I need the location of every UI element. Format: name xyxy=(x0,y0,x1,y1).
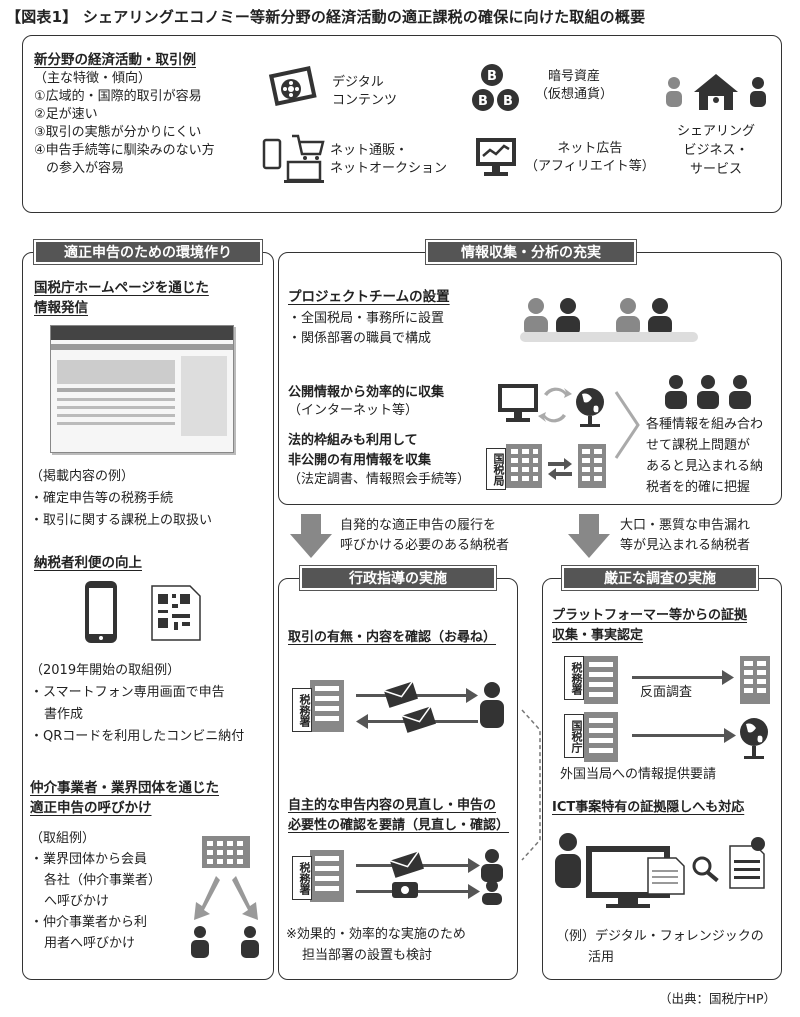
nonpublic-info-block: 法的枠組みも利用して 非公開の有用情報を収集 （法定調書、情報照会手続等） xyxy=(288,433,471,487)
audit-tag: 厳正な調査の実施 xyxy=(561,565,759,591)
down-arrow-left xyxy=(290,514,332,558)
monitor-ad-icon xyxy=(476,138,516,176)
arrow-left-text: 自発的な適正申告の履行を呼びかける必要のある納税者 xyxy=(340,518,510,553)
people-group-icon xyxy=(665,375,751,409)
zeimusho-label-2: 税務署 xyxy=(292,856,312,900)
guidance-note: ※効果的・効率的な実施のため 担当部署の設置も検討 xyxy=(286,927,466,963)
ict-heading: ICT事案特有の証拠隠しへも対応 xyxy=(552,800,745,815)
svg-text:B: B xyxy=(478,94,488,109)
convenience-heading: 納税者利便の向上 xyxy=(34,555,142,571)
forensic-icon xyxy=(555,833,765,908)
internet-collection-icon xyxy=(498,384,604,427)
forensic-example: （例）デジタル・フォレンジックの 活用 xyxy=(556,929,764,965)
crypto-label: 暗号資産（仮想通貨） xyxy=(535,69,614,102)
guidance-tag: 行政指導の実施 xyxy=(299,565,497,591)
svg-text:B: B xyxy=(487,69,497,84)
source-note: （出典：国税庁HP） xyxy=(659,991,776,1006)
audit-kokuzei-label: 国税庁 xyxy=(564,714,584,758)
analysis-result-text: 各種情報を組み合わせて課税上問題が あると見込まれる納税者を的確に把握 xyxy=(646,417,764,495)
sharing-house-icon xyxy=(666,74,766,110)
convenience-list: （2019年開始の取組例） ・スマートフォン専用画面で申告 書作成 ・QRコード… xyxy=(30,663,245,744)
dashed-connector-icon xyxy=(521,709,541,861)
audit-zeimusho-label: 税務署 xyxy=(564,656,584,700)
ecommerce-label: ネット通販・ネットオークション xyxy=(330,143,448,176)
qr-code-icon xyxy=(151,585,201,641)
kokuzeikyoku-label: 国税局 xyxy=(486,448,506,490)
foreign-request-icon xyxy=(584,712,768,762)
features-list: （主な特徴・傾向） ①広域的・国際的取引が容易 ②足が速い ③取引の実態が分かり… xyxy=(34,71,215,176)
team-people-icon xyxy=(520,298,698,342)
bureau-exchange-icon xyxy=(506,444,606,488)
down-arrow-right xyxy=(568,514,610,558)
nta-website-thumbnail xyxy=(50,325,234,453)
ads-label: ネット広告（アフィリエイト等） xyxy=(525,141,655,174)
counter-investigation-icon xyxy=(584,656,770,704)
arrow-right-text: 大口・悪質な申告漏れ等が見込まれる納税者 xyxy=(620,518,751,553)
chevron-right-icon xyxy=(614,391,640,459)
project-team-list: ・全国税局・事務所に設置・関係部署の職員で構成 xyxy=(288,311,445,346)
zeimusho-label-1: 税務署 xyxy=(292,688,312,732)
hp-heading: 国税庁ホームページを通じた情報発信 xyxy=(34,280,209,316)
digital-contents-label: デジタルコンテンツ xyxy=(332,75,398,108)
hp-content-list: （掲載内容の例） ・確定申告等の税務手続 ・取引に関する課税上の取扱い xyxy=(30,469,213,528)
evidence-heading: プラットフォーマー等からの証拠収集・事実認定 xyxy=(552,608,748,643)
review-exchange-icon xyxy=(310,849,503,905)
new-fields-heading: 新分野の経済活動・取引例 xyxy=(34,52,196,68)
inquiry-heading: 取引の有無・内容を確認（お尋ね） xyxy=(288,630,497,645)
review-request-heading: 自主的な申告内容の見直し・申告の必要性の確認を要請（見直し・確認） xyxy=(288,798,510,833)
svg-text:B: B xyxy=(503,94,513,109)
project-team-heading: プロジェクトチームの設置 xyxy=(288,289,450,305)
figure-title: 【図表1】 シェアリングエコノミー等新分野の経済活動の適正課税の確保に向けた取組… xyxy=(6,8,646,26)
intermediary-list: （取組例） ・業界団体から会員 各社（仲介事業者） へ呼びかけ ・仲介事業者から… xyxy=(30,831,162,951)
sharing-label: シェアリングビジネス・サービス xyxy=(676,124,755,177)
film-icon xyxy=(268,66,317,107)
info-analysis-tag: 情報収集・分析の充実 xyxy=(425,239,637,265)
foreign-request-text: 外国当局への情報提供要請 xyxy=(560,767,717,782)
industry-to-users-icon xyxy=(191,836,259,958)
ecommerce-icon xyxy=(262,134,325,183)
new-fields-box xyxy=(22,35,782,213)
smartphone-icon xyxy=(85,581,117,643)
hanmen-label: 反面調査 xyxy=(640,685,693,700)
environment-tag: 適正申告のための環境作り xyxy=(33,239,263,265)
public-info-block: 公開情報から効率的に収集 （インターネット等） xyxy=(288,385,445,418)
bitcoin-icon: B B B xyxy=(472,64,519,111)
intermediary-heading: 仲介事業者・業界団体を通じた適正申告の呼びかけ xyxy=(30,780,219,816)
inquiry-exchange-icon xyxy=(310,680,504,733)
